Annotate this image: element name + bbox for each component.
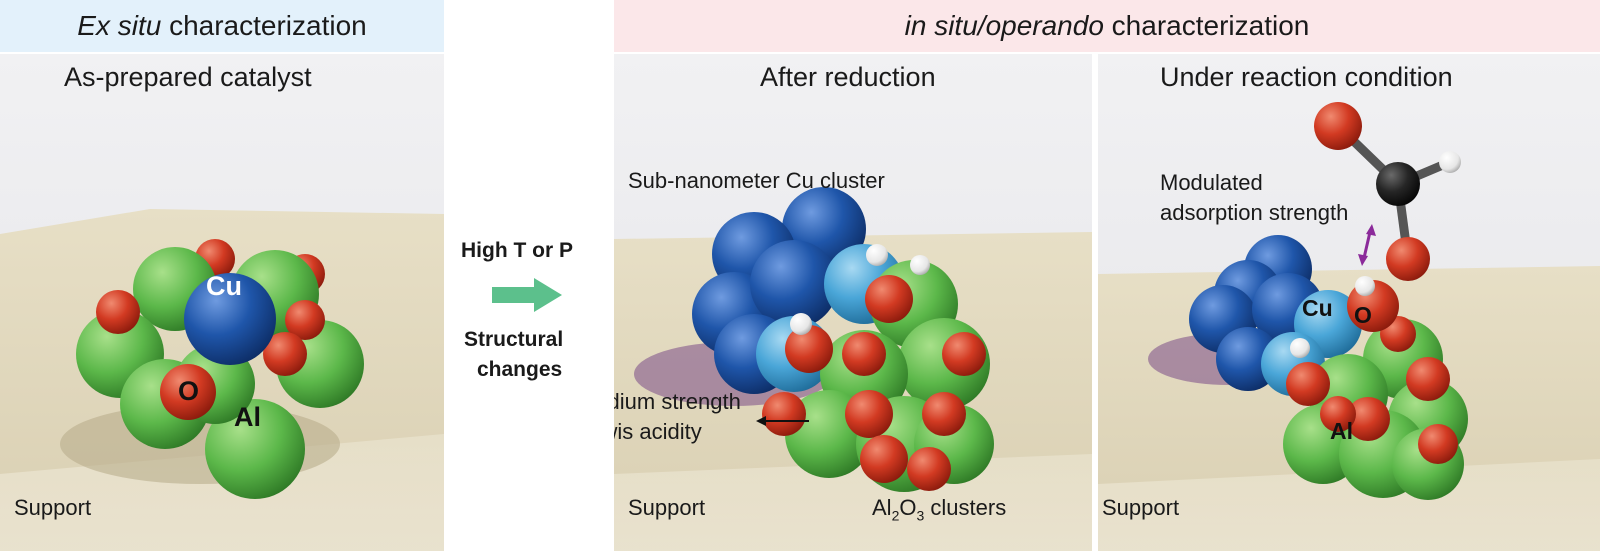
- arrow-left-icon: [756, 416, 766, 426]
- after-reduction-scene: [614, 54, 1092, 551]
- cu-atom: [184, 273, 276, 365]
- support-label: Support: [1102, 495, 1180, 520]
- change-line1: Structural: [464, 328, 564, 351]
- al2o3-label: Al2O3 clusters: [872, 495, 1007, 524]
- adsorption-line2: adsorption strength: [1160, 200, 1349, 225]
- ex-situ-banner: Ex situ characterization: [0, 0, 444, 52]
- o-atom: [160, 364, 216, 420]
- adsorption-line1: Modulated: [1160, 170, 1263, 195]
- support-label: Support: [14, 495, 92, 520]
- support-label: Support: [628, 495, 706, 520]
- al-label: Al: [234, 402, 261, 432]
- condition-label: High T or P: [461, 239, 573, 262]
- o-label: O: [1354, 302, 1372, 328]
- panel-title: As-prepared catalyst: [64, 62, 312, 92]
- change-line2: changes: [477, 358, 563, 381]
- panel-title: Under reaction condition: [1160, 62, 1453, 92]
- acidity-line1: Medium strength: [614, 389, 741, 414]
- transition-arrow-icon: [492, 278, 562, 312]
- panel-as-prepared: As-prepared catalyst Cu O Al Support: [0, 54, 444, 551]
- al-label: Al: [1330, 418, 1353, 444]
- adsorption-arrow-icon: [1358, 224, 1376, 266]
- acidity-line2: Lewis acidity: [614, 419, 702, 444]
- o-label: O: [178, 376, 200, 406]
- panel-after-reduction: After reduction Sub-nanometer Cu cluster…: [614, 54, 1092, 551]
- panel-title: After reduction: [760, 62, 936, 92]
- cu-label: Cu: [206, 271, 242, 301]
- in-situ-banner: in situ/operando characterization: [614, 0, 1600, 52]
- cluster-label: Sub-nanometer Cu cluster: [628, 168, 885, 193]
- under-reaction-scene: [1098, 54, 1600, 551]
- as-prepared-scene: [0, 54, 444, 551]
- cu-label: Cu: [1302, 295, 1333, 321]
- panel-under-reaction: Under reaction condition Modulated adsor…: [1098, 54, 1600, 551]
